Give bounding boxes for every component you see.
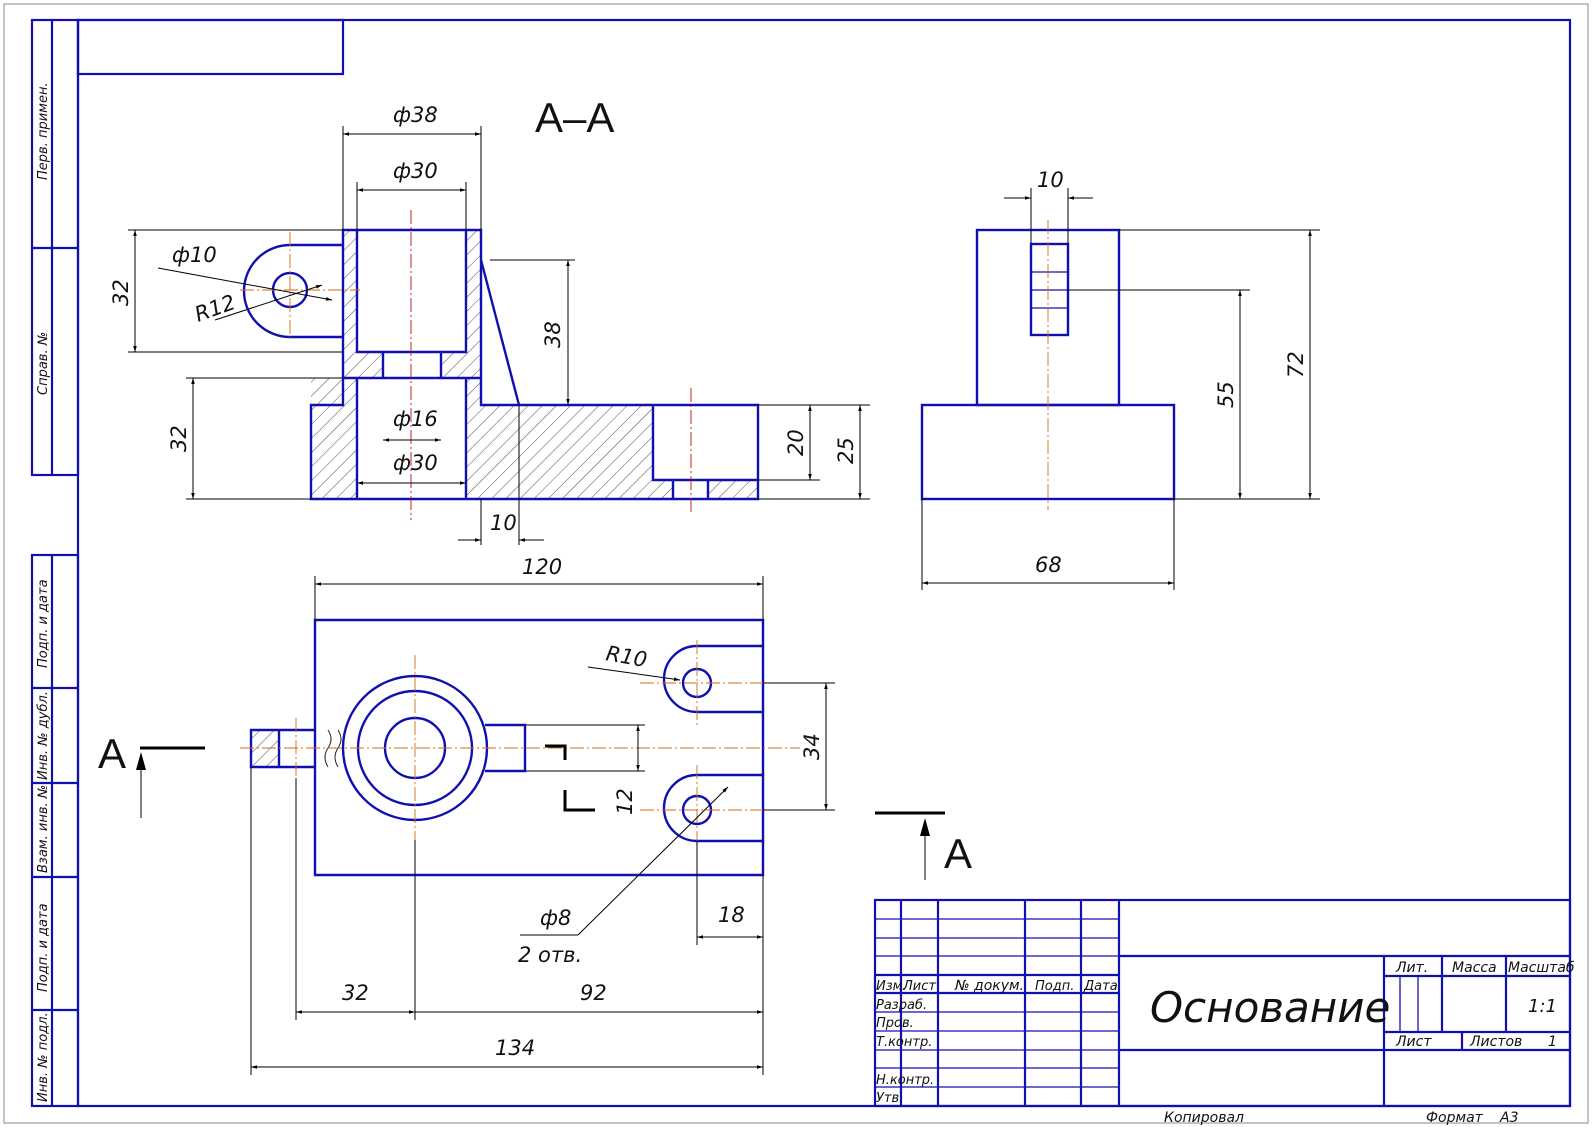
dim-d16: ф16 [393, 407, 438, 431]
footer-format-label: Формат [1426, 1110, 1484, 1126]
side-dimensions: 10 55 72 68 [921, 168, 1320, 590]
section-dimensions: ф38 ф30 32 ф10 R12 38 32 ф16 ф30 [109, 103, 870, 545]
dim-plan-d8: ф8 [540, 906, 571, 930]
dim-plan-h12: 12 [613, 788, 637, 815]
dim-d30-bottom: ф30 [393, 451, 438, 475]
hatch-base-end [708, 480, 758, 499]
tb-nkontr: Н.контр. [876, 1073, 934, 1088]
cut-mark-left: А [98, 730, 205, 818]
tb-no-dokum: № докум. [954, 978, 1024, 994]
title-block: Изм. Лист № докум. Подп. Дата Разраб. Пр… [873, 898, 1575, 1108]
tb-listov: Листов [1469, 1034, 1522, 1050]
dim-side-h55: 55 [1214, 381, 1238, 408]
footer-copied: Копировал [1164, 1110, 1244, 1126]
dim-plan-r10: R10 [604, 641, 649, 672]
tb-podp: Подп. [1035, 979, 1074, 994]
hatch-ring-left [343, 352, 383, 378]
podp-data-label-2: Подп. и дата [36, 903, 51, 992]
tb-izm: Изм. [876, 979, 907, 994]
dim-plan-w18: 18 [718, 903, 745, 927]
dim-side-w68: 68 [1035, 553, 1062, 577]
dim-plan-w134: 134 [495, 1036, 535, 1060]
tb-scale: 1:1 [1528, 996, 1557, 1017]
hatch-wall-left [343, 230, 357, 352]
dim-h32-top: 32 [109, 279, 133, 306]
dim-plan-w120: 120 [522, 555, 562, 579]
tb-part-name: Основание [1150, 983, 1390, 1032]
tb-massa: Масса [1452, 960, 1497, 976]
dim-h32-bottom: 32 [167, 425, 191, 452]
dim-h25: 25 [834, 437, 858, 464]
tb-masshtab: Масштаб [1508, 960, 1575, 976]
section-title: А–А [535, 94, 614, 141]
dim-plan-w92: 92 [580, 981, 607, 1005]
section-view: А–А ф38 [109, 94, 870, 545]
dim-h20: 20 [784, 429, 808, 456]
cut-mark-left-label: А [98, 730, 126, 777]
tb-prov: Пров. [876, 1016, 914, 1031]
hatch-ring-right [441, 352, 481, 378]
hatch-right-wall-low [466, 378, 481, 499]
dim-r12: R12 [192, 290, 239, 327]
tb-tkontr: Т.контр. [876, 1035, 932, 1050]
hatch-wall-right [466, 230, 481, 352]
cut-mark-right-label: А [944, 830, 972, 877]
vzam-inv-label: Взам. инв. № [36, 785, 51, 873]
hatch-foot-left [311, 400, 357, 499]
dim-d30-top: ф30 [393, 159, 438, 183]
dim-side-h72: 72 [1284, 351, 1308, 378]
tb-lit: Лит. [1395, 960, 1428, 976]
dim-d10: ф10 [172, 243, 217, 267]
dim-d38: ф38 [393, 103, 438, 127]
tb-list: Лист [902, 979, 936, 994]
dim-plan-holes: 2 отв. [518, 943, 582, 967]
podp-data-label-1: Подп. и дата [36, 579, 51, 668]
inv-podl-label: Инв. № подл. [36, 1012, 51, 1102]
dim-h38: 38 [541, 321, 565, 348]
tb-listov-val: 1 [1548, 1034, 1557, 1050]
plan-dimensions: 120 R10 34 12 ф8 2 отв. 18 32 [250, 555, 835, 1075]
hatch-base [481, 405, 673, 499]
footer-format-val: А3 [1499, 1110, 1518, 1126]
hatch-foot-left-top [311, 378, 357, 400]
side-view: 10 55 72 68 [920, 168, 1320, 590]
tb-utv: Утв. [876, 1091, 903, 1106]
sprav-no-label: Справ. № [36, 332, 51, 395]
plan-view: 120 R10 34 12 ф8 2 отв. 18 32 [98, 555, 972, 1075]
dim-side-w10: 10 [1037, 168, 1064, 192]
dim-w10: 10 [490, 511, 517, 535]
inv-dubl-label: Инв. № дубл. [36, 691, 51, 780]
dim-plan-w32: 32 [342, 981, 369, 1005]
cut-mark-right: А [875, 811, 972, 880]
tb-razrab: Разраб. [876, 998, 927, 1013]
side-strip: Перв. примен. Справ. № Подп. и дата Инв.… [30, 18, 80, 1108]
tb-data: Дата [1083, 979, 1118, 994]
tb-list2: Лист [1395, 1034, 1432, 1050]
dim-plan-h34: 34 [800, 733, 824, 760]
perv-primen-label: Перв. примен. [36, 82, 51, 180]
